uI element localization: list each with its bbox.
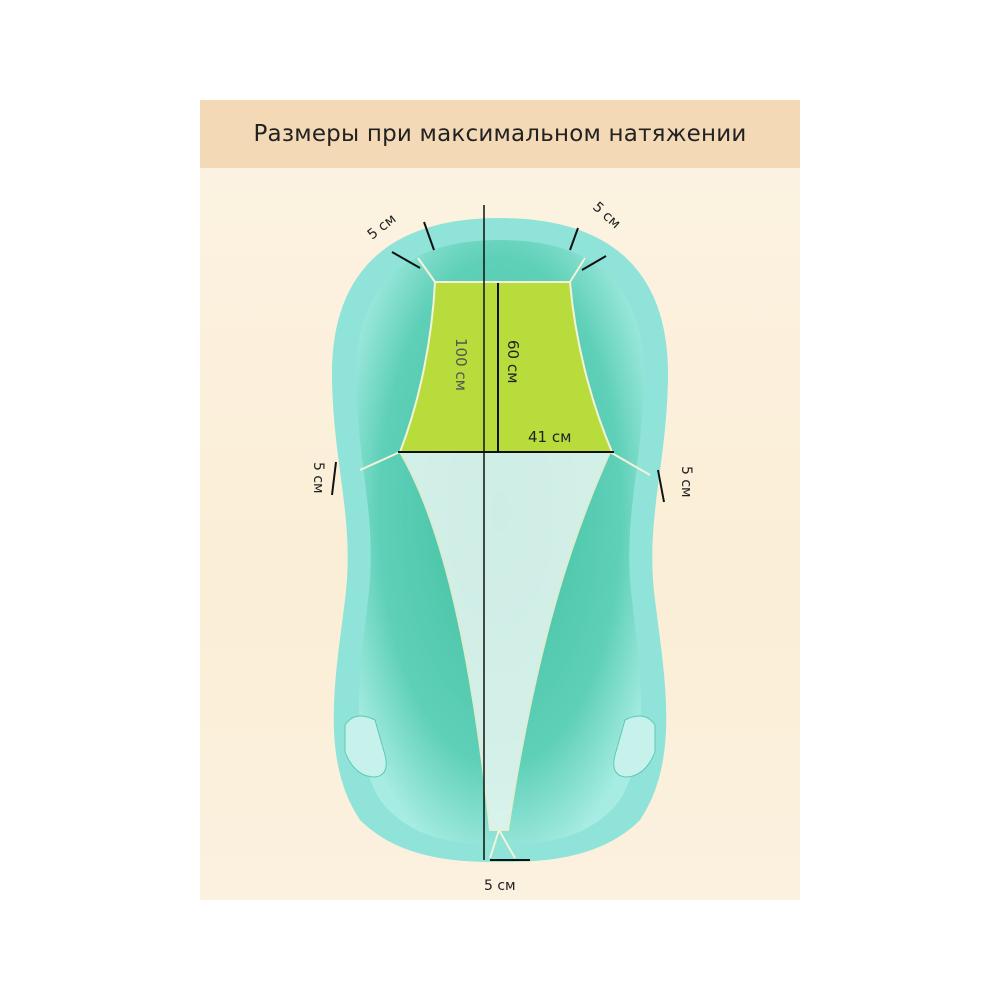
label-width: 41 см	[528, 428, 571, 446]
label-length-head: 60 см	[504, 340, 522, 383]
page-title: Размеры при максимальном натяжении	[253, 121, 747, 147]
label-top-left: 5 см	[365, 211, 400, 243]
measurement-lines	[331, 205, 665, 861]
sling-mesh	[398, 451, 612, 831]
left-handle	[344, 715, 387, 778]
label-mid-left: 5 см	[310, 462, 326, 494]
label-length-total: 100 см	[452, 338, 470, 391]
label-bottom: 5 см	[484, 878, 516, 894]
header-band: Размеры при максимальном натяжении	[200, 100, 800, 168]
label-top-right: 5 см	[589, 199, 623, 232]
sling-straps	[359, 257, 651, 859]
right-handle	[613, 715, 656, 778]
label-mid-right: 5 см	[678, 466, 694, 498]
